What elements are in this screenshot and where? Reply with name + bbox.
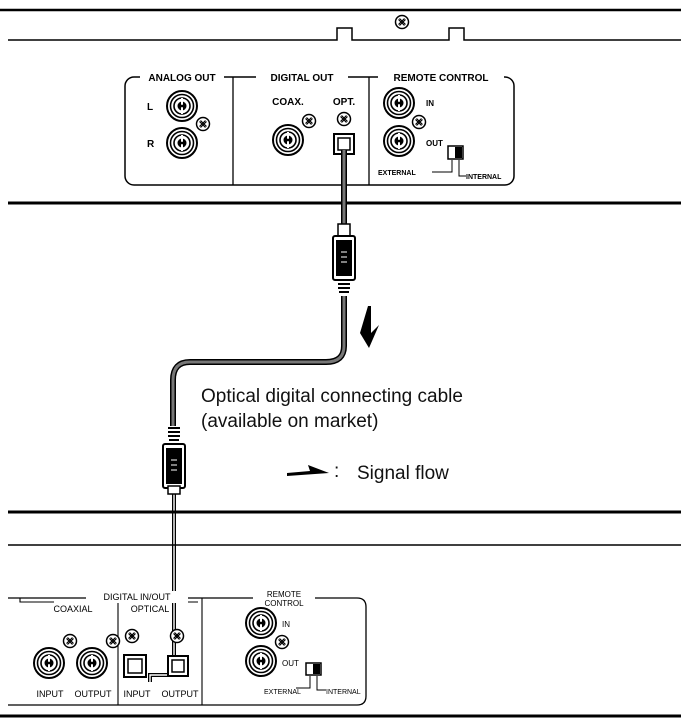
opt-screw-icon (336, 111, 352, 127)
optical-input-port[interactable] (123, 654, 147, 678)
optical-screw-1-icon (124, 628, 140, 644)
bottom-remote-in-jack[interactable] (245, 607, 277, 639)
remote-external-label: EXTERNAL (378, 170, 416, 177)
coax-screw-icon (301, 113, 317, 129)
remote-out-label: OUT (426, 139, 443, 148)
legend-arrow-icon (287, 465, 329, 476)
optical-screw-2-icon (169, 628, 185, 644)
bottom-connector-panel (8, 597, 367, 706)
bottom-remote-mode-switch[interactable] (305, 662, 322, 676)
remote-out-jack[interactable] (383, 125, 415, 157)
coax-out-jack[interactable] (272, 124, 304, 156)
bottom-remote-out-jack[interactable] (245, 645, 277, 677)
digital-in-out-title: DIGITAL IN/OUT (103, 592, 171, 602)
optical-input-label: INPUT (124, 689, 152, 699)
bottom-remote-external-label: EXTERNAL (264, 689, 301, 696)
remote-in-label: IN (426, 99, 434, 108)
remote-screw-icon (411, 114, 427, 130)
top-center-screw-icon (394, 14, 410, 30)
coaxial-input-jack[interactable] (33, 647, 65, 679)
top-unit: ANALOG OUT DIGITAL OUT REMOTE CONTROL L … (0, 8, 681, 205)
bottom-remote-screw-icon (274, 634, 290, 650)
coaxial-output-label: OUTPUT (75, 689, 113, 699)
coaxial-screw-1-icon (62, 633, 78, 649)
analog-out-title: ANALOG OUT (148, 73, 215, 84)
cable-caption-line1: Optical digital connecting cable (201, 386, 463, 407)
analog-right-label: R (147, 139, 155, 150)
signal-flow-arrow-icon (360, 306, 379, 348)
optical-output-label: OUTPUT (162, 689, 200, 699)
analog-left-label: L (147, 102, 153, 113)
bottom-remote-title-line2: CONTROL (264, 599, 304, 608)
remote-control-title: REMOTE CONTROL (394, 73, 489, 84)
bottom-remote-internal-label: INTERNAL (326, 689, 361, 696)
coaxial-input-label: INPUT (37, 689, 65, 699)
optical-label: OPTICAL (131, 604, 170, 614)
optical-cable (148, 150, 379, 682)
coaxial-output-jack[interactable] (76, 647, 108, 679)
analog-right-jack[interactable] (166, 127, 198, 159)
cable-lower-plug (162, 427, 186, 495)
bottom-remote-title-line1: REMOTE (267, 590, 301, 599)
legend-separator: : (334, 461, 340, 482)
cable-caption-line2: (available on market) (201, 411, 379, 432)
digital-out-title: DIGITAL OUT (271, 73, 334, 84)
opt-label: OPT. (333, 97, 355, 108)
remote-mode-switch[interactable] (447, 145, 464, 160)
coaxial-label: COAXIAL (53, 604, 92, 614)
bottom-unit: DIGITAL IN/OUT COAXIAL OPTICAL REMOTE CO… (0, 510, 681, 718)
analog-screw-icon (195, 116, 211, 132)
bottom-remote-out-label: OUT (282, 659, 299, 668)
legend-text: Signal flow (357, 463, 449, 484)
optical-output-port[interactable] (167, 655, 189, 677)
bottom-remote-in-label: IN (282, 620, 290, 629)
coax-label: COAX. (272, 97, 304, 108)
cable-upper-plug (332, 223, 356, 293)
remote-in-jack[interactable] (383, 87, 415, 119)
analog-left-jack[interactable] (166, 90, 198, 122)
coaxial-screw-2-icon (105, 633, 121, 649)
remote-internal-label: INTERNAL (466, 174, 502, 181)
